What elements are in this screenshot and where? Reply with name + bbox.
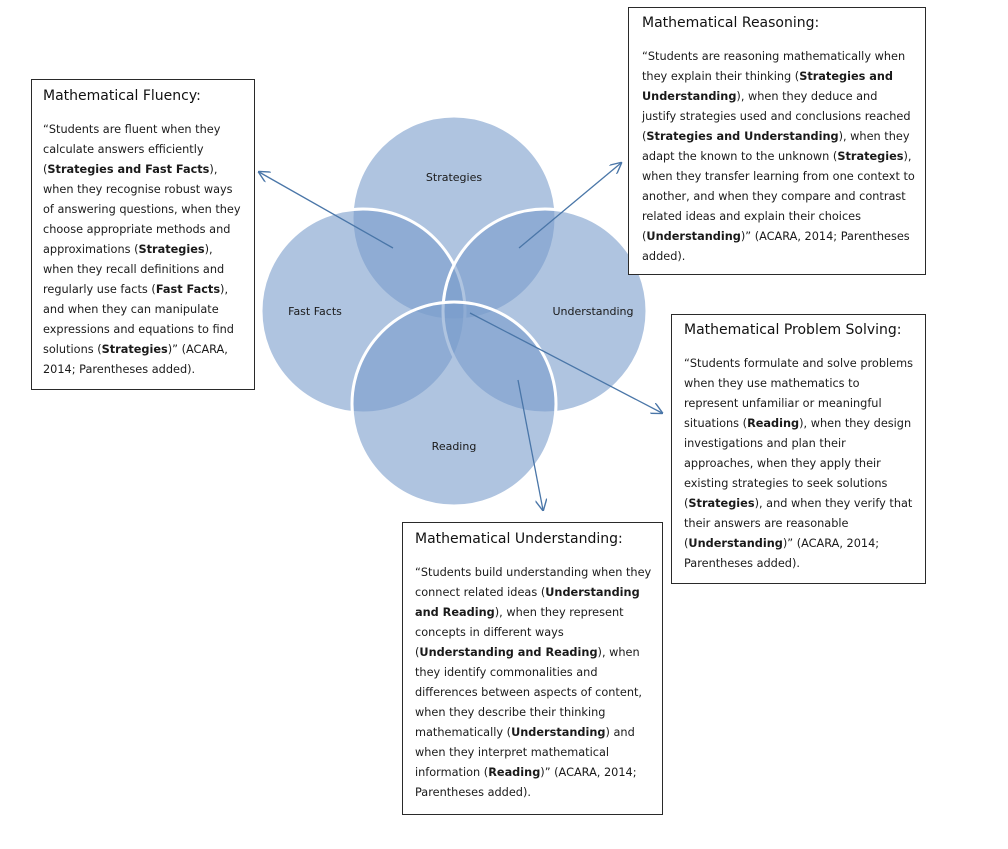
text-segment: )” (ACARA, 2014; Parentheses added).	[684, 537, 880, 570]
emphasis-term: Reading	[747, 417, 800, 430]
text-segment: ), when they identify commonalities and …	[415, 646, 642, 739]
text-segment: )” (ACARA, 2014; Parentheses added).	[43, 343, 228, 376]
emphasis-term: Understanding and Reading	[419, 646, 598, 659]
text-segment: “Students are fluent when they calculate…	[43, 123, 221, 176]
text-segment: ), when they design investigations and p…	[684, 417, 912, 510]
problem-solving-title: Mathematical Problem Solving:	[684, 322, 902, 338]
problem-solving-box: Mathematical Problem Solving: “Students …	[671, 314, 926, 584]
fluency-body: “Students are fluent when they calculate…	[43, 120, 244, 380]
reasoning-box: Mathematical Reasoning: “Students are re…	[628, 7, 926, 275]
circle-reading	[350, 300, 558, 508]
emphasis-term: Strategies	[138, 243, 205, 256]
text-segment: “Students formulate and solve problems w…	[684, 357, 913, 430]
emphasis-term: Strategies and Fast Facts	[47, 163, 210, 176]
fluency-box: Mathematical Fluency: “Students are flue…	[31, 79, 255, 390]
problem-solving-body: “Students formulate and solve problems w…	[684, 354, 915, 574]
text-segment: ), when they transfer learning from one …	[642, 150, 915, 243]
circle-label-fast-facts: Fast Facts	[288, 305, 342, 318]
emphasis-term: Understanding and Reading	[415, 586, 640, 619]
text-segment: “Students are reasoning mathematically w…	[642, 50, 906, 83]
text-segment: ) and when they interpret mathematical i…	[415, 726, 635, 779]
emphasis-term: Understanding	[688, 537, 783, 550]
text-segment: ), and when they verify that their answe…	[684, 497, 913, 550]
emphasis-term: Strategies	[101, 343, 168, 356]
text-segment: ), when they deduce and justify strategi…	[642, 90, 911, 143]
understanding-title: Mathematical Understanding:	[415, 531, 623, 547]
understanding-body: “Students build understanding when they …	[415, 563, 652, 803]
arrow-to-reasoning	[518, 163, 621, 249]
reasoning-title: Mathematical Reasoning:	[642, 15, 820, 31]
text-segment: ), when they adapt the known to the unkn…	[642, 130, 910, 163]
arrow-to-understanding	[517, 379, 543, 510]
emphasis-term: Strategies	[688, 497, 755, 510]
fluency-title: Mathematical Fluency:	[43, 88, 201, 104]
emphasis-term: Understanding	[511, 726, 606, 739]
text-segment: ), and when they can manipulate expressi…	[43, 283, 234, 356]
text-segment: )” (ACARA, 2014; Parentheses added).	[415, 766, 637, 799]
text-segment: “Students build understanding when they …	[415, 566, 652, 599]
emphasis-term: Understanding	[646, 230, 741, 243]
circle-label-strategies: Strategies	[426, 171, 482, 184]
emphasis-term: Strategies and Understanding	[646, 130, 839, 143]
circle-label-reading: Reading	[432, 440, 477, 453]
arrow-to-problem-solving	[469, 312, 662, 413]
understanding-box: Mathematical Understanding: “Students bu…	[402, 522, 663, 815]
circle-label-understanding: Understanding	[552, 305, 633, 318]
reasoning-body: “Students are reasoning mathematically w…	[642, 47, 915, 267]
emphasis-term: Reading	[488, 766, 541, 779]
circles-group	[259, 114, 649, 508]
text-segment: ), when they recognise robust ways of an…	[43, 163, 241, 256]
arrows-group	[259, 163, 662, 510]
text-segment: ), when they represent concepts in diffe…	[415, 606, 624, 659]
emphasis-term: Strategies	[837, 150, 904, 163]
arrow-to-fluency	[259, 172, 394, 249]
text-segment: ), when they recall definitions and regu…	[43, 243, 225, 296]
text-segment: )” (ACARA, 2014; Parentheses added).	[642, 230, 910, 263]
emphasis-term: Fast Facts	[155, 283, 221, 296]
emphasis-term: Strategies and Understanding	[642, 70, 894, 103]
